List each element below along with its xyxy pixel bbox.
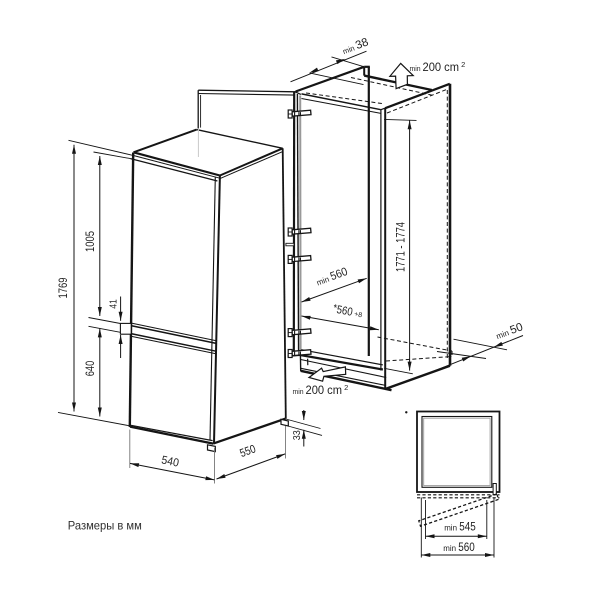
svg-text:min 560: min 560 xyxy=(443,540,475,554)
svg-text:*560 +8: *560 +8 xyxy=(332,303,364,321)
svg-text:33: 33 xyxy=(291,430,303,440)
svg-text:min 545: min 545 xyxy=(444,519,476,533)
svg-text:min 200 cm 2: min 200 cm 2 xyxy=(293,383,349,397)
svg-text:1005: 1005 xyxy=(85,231,97,252)
svg-text:min 200 cm 2: min 200 cm 2 xyxy=(410,60,466,74)
svg-text:550: 550 xyxy=(238,443,257,460)
svg-text:640: 640 xyxy=(85,361,97,377)
svg-text:Размеры в мм: Размеры в мм xyxy=(68,519,142,533)
svg-text:1769: 1769 xyxy=(58,278,70,299)
svg-text:1771 - 1774: 1771 - 1774 xyxy=(394,222,408,272)
svg-text:41: 41 xyxy=(108,299,120,309)
svg-text:540: 540 xyxy=(160,454,180,469)
